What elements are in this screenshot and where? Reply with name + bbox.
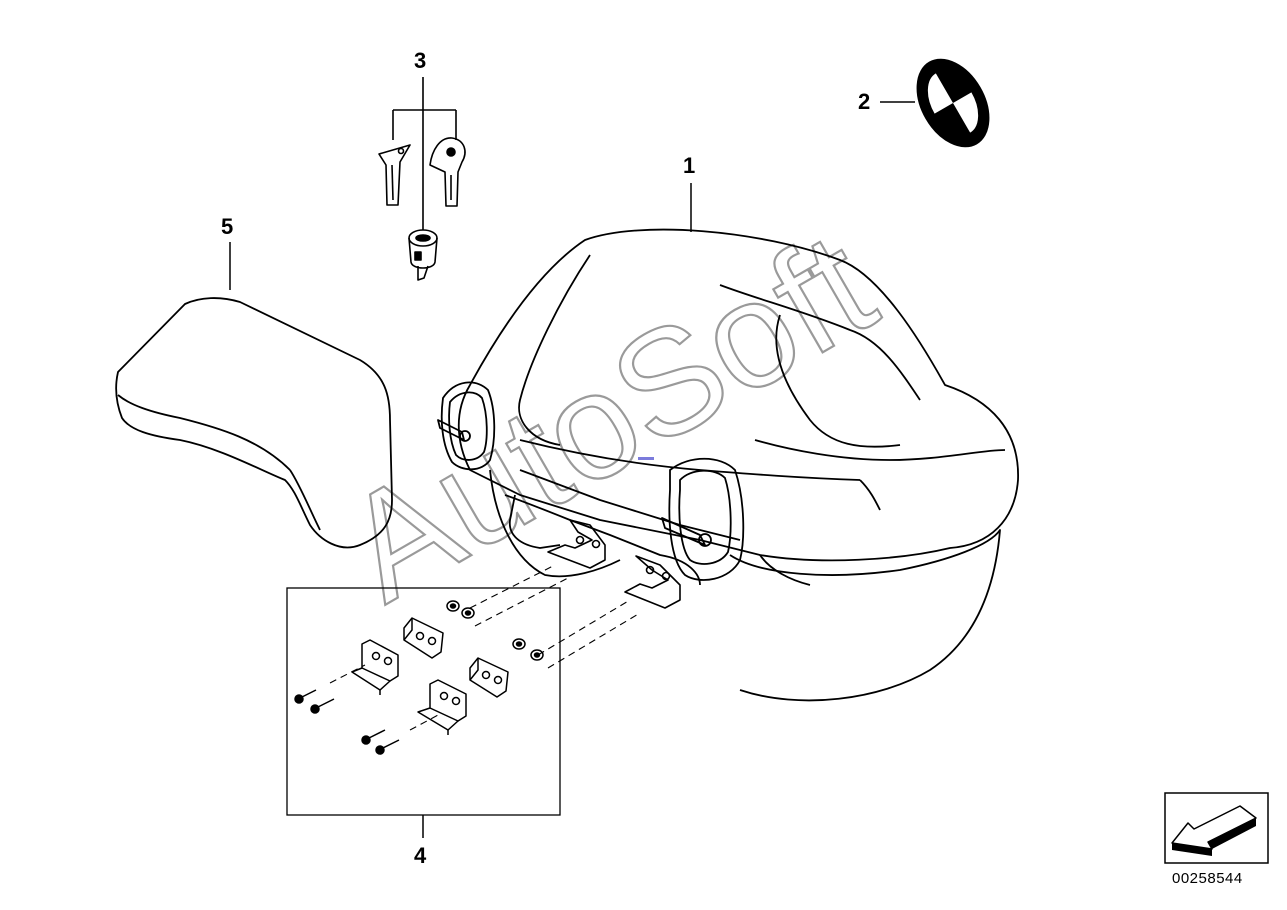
backrest-pad <box>115 297 393 549</box>
mounting-brackets-installed <box>547 519 681 609</box>
marker-dash <box>638 457 654 460</box>
callout-2: 2 <box>858 89 871 114</box>
roundel-emblem-icon <box>916 58 990 148</box>
callout-3: 3 <box>414 48 427 73</box>
watermark: AutoSoft <box>317 200 899 633</box>
document-number: 00258544 <box>1172 870 1243 887</box>
arrow-down-left-icon[interactable] <box>1164 792 1269 864</box>
callout-1: 1 <box>683 153 696 178</box>
keys-and-lock <box>378 77 466 281</box>
callout-5: 5 <box>221 214 234 239</box>
callout-4: 4 <box>414 843 427 868</box>
top-case <box>437 228 1019 702</box>
mounting-kit-parts <box>294 564 641 755</box>
